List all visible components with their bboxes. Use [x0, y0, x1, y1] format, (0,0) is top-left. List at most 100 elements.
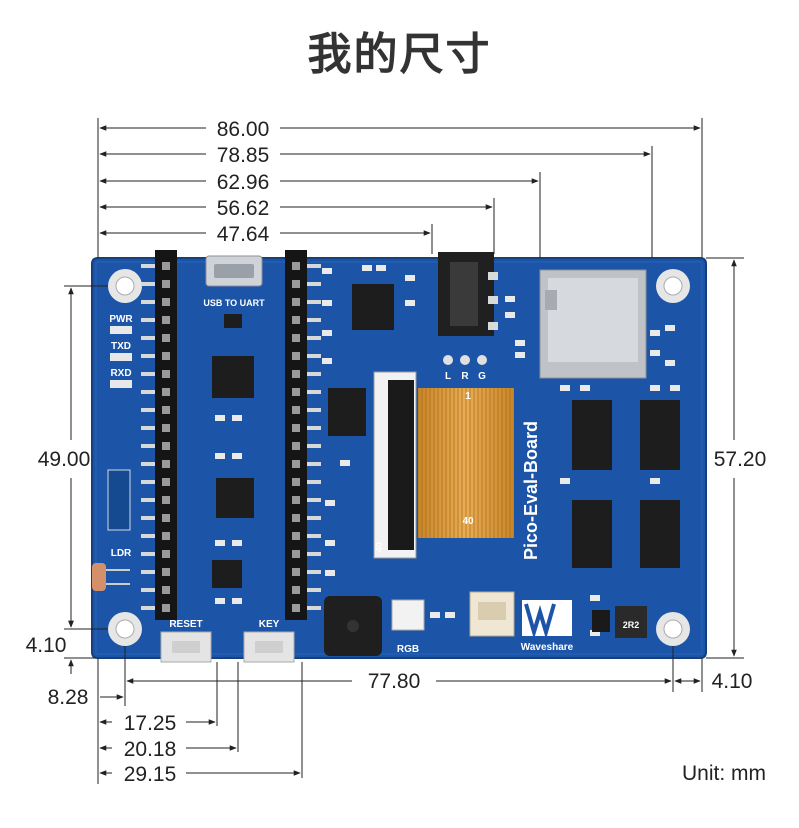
dim-bottom-4: 29.15 [124, 763, 177, 786]
header-pin [292, 424, 300, 432]
dim-right-bottom-gap: 4.10 [712, 670, 753, 693]
key-button [243, 631, 295, 663]
led-label-pwr: PWR [109, 314, 133, 325]
pin-trace [307, 372, 321, 376]
header-pin [162, 334, 170, 342]
fpc-number-top: 1 [465, 391, 471, 402]
usb-connector [205, 255, 263, 287]
header-pin [292, 550, 300, 558]
dim-top-2: 78.85 [217, 144, 270, 167]
inductor [615, 606, 647, 638]
pin-trace [141, 282, 155, 286]
dim-top-3: 62.96 [217, 171, 270, 194]
pin-trace [307, 534, 321, 538]
buzzer [324, 596, 382, 656]
header-pin [162, 496, 170, 504]
pin-trace [141, 480, 155, 484]
pin-trace [307, 498, 321, 502]
pin-trace [307, 588, 321, 592]
rgb-label: RGB [397, 644, 419, 655]
chip-driver [328, 388, 366, 436]
header-pin [292, 406, 300, 414]
key-label: KEY [259, 619, 280, 630]
header-pin [162, 460, 170, 468]
pin-trace [141, 444, 155, 448]
reset-label: RESET [169, 619, 202, 630]
header-pin [292, 532, 300, 540]
page-title: 我的尺寸 [307, 29, 492, 80]
header-pin [162, 352, 170, 360]
pin-trace [307, 300, 321, 304]
led-label-rxd: RXD [110, 368, 131, 379]
pin-trace [141, 372, 155, 376]
header-pin [162, 406, 170, 414]
pin-trace [307, 282, 321, 286]
header-pin [292, 568, 300, 576]
header-pin [162, 262, 170, 270]
header-pin [292, 460, 300, 468]
pin-trace [141, 408, 155, 412]
chip-flash [216, 478, 254, 518]
pin-trace [141, 498, 155, 502]
chip-right-2 [640, 400, 680, 470]
header-pin [292, 496, 300, 504]
pin-trace [141, 516, 155, 520]
header-pin [292, 334, 300, 342]
dim-top-4: 56.62 [217, 197, 270, 220]
pico-header-right [285, 250, 321, 620]
rgb-led [391, 599, 425, 631]
header-pin [292, 586, 300, 594]
pico-header-left [141, 250, 177, 620]
ldr-label: LDR [111, 548, 132, 559]
header-pin [162, 424, 170, 432]
audio-label-r: R [461, 371, 469, 382]
mounting-hole-top-right [656, 269, 690, 303]
header-pin [292, 280, 300, 288]
pin-trace [141, 264, 155, 268]
audio-jack [438, 252, 498, 336]
fpc-connector [373, 371, 514, 559]
chip-right-1 [572, 400, 612, 470]
dim-bottom-2: 17.25 [124, 712, 177, 735]
header-pin [292, 370, 300, 378]
waveshare-logo [522, 600, 572, 640]
pin-trace [141, 426, 155, 430]
pin-trace [307, 606, 321, 610]
pin-trace [307, 444, 321, 448]
status-leds [110, 326, 132, 388]
dim-right-height: 57.20 [714, 448, 767, 471]
jst-connector [469, 591, 515, 637]
fpc-number-left: 40 [374, 542, 384, 552]
pin-trace [307, 318, 321, 322]
pin-trace [141, 354, 155, 358]
header-pin [292, 316, 300, 324]
audio-pads [443, 355, 487, 365]
brand-label: Waveshare [521, 642, 574, 653]
header-pin [162, 478, 170, 486]
pin-trace [307, 570, 321, 574]
mounting-hole-bottom-right [656, 612, 690, 646]
dim-top-5: 47.64 [217, 223, 270, 246]
pin-trace [141, 552, 155, 556]
pin-trace [307, 354, 321, 358]
header-pin [162, 514, 170, 522]
pin-trace [141, 570, 155, 574]
chip-small [212, 560, 242, 588]
usb-label: USB TO UART [203, 298, 265, 308]
header-pin [162, 298, 170, 306]
chip-power [592, 610, 610, 632]
board-name: Pico-Eval-Board [521, 421, 541, 560]
dim-bottom-1: 8.28 [48, 686, 89, 709]
pin-trace [307, 552, 321, 556]
header-pin [162, 550, 170, 558]
header-pin [292, 604, 300, 612]
top-dimension-lines [99, 125, 701, 236]
ldr-sensor [92, 563, 130, 591]
header-pin [162, 388, 170, 396]
dim-bottom-3: 20.18 [124, 738, 177, 761]
pin-trace [307, 408, 321, 412]
header-pin [292, 388, 300, 396]
chip-mcu [212, 356, 254, 398]
bottom-dimension-lines [99, 694, 301, 776]
